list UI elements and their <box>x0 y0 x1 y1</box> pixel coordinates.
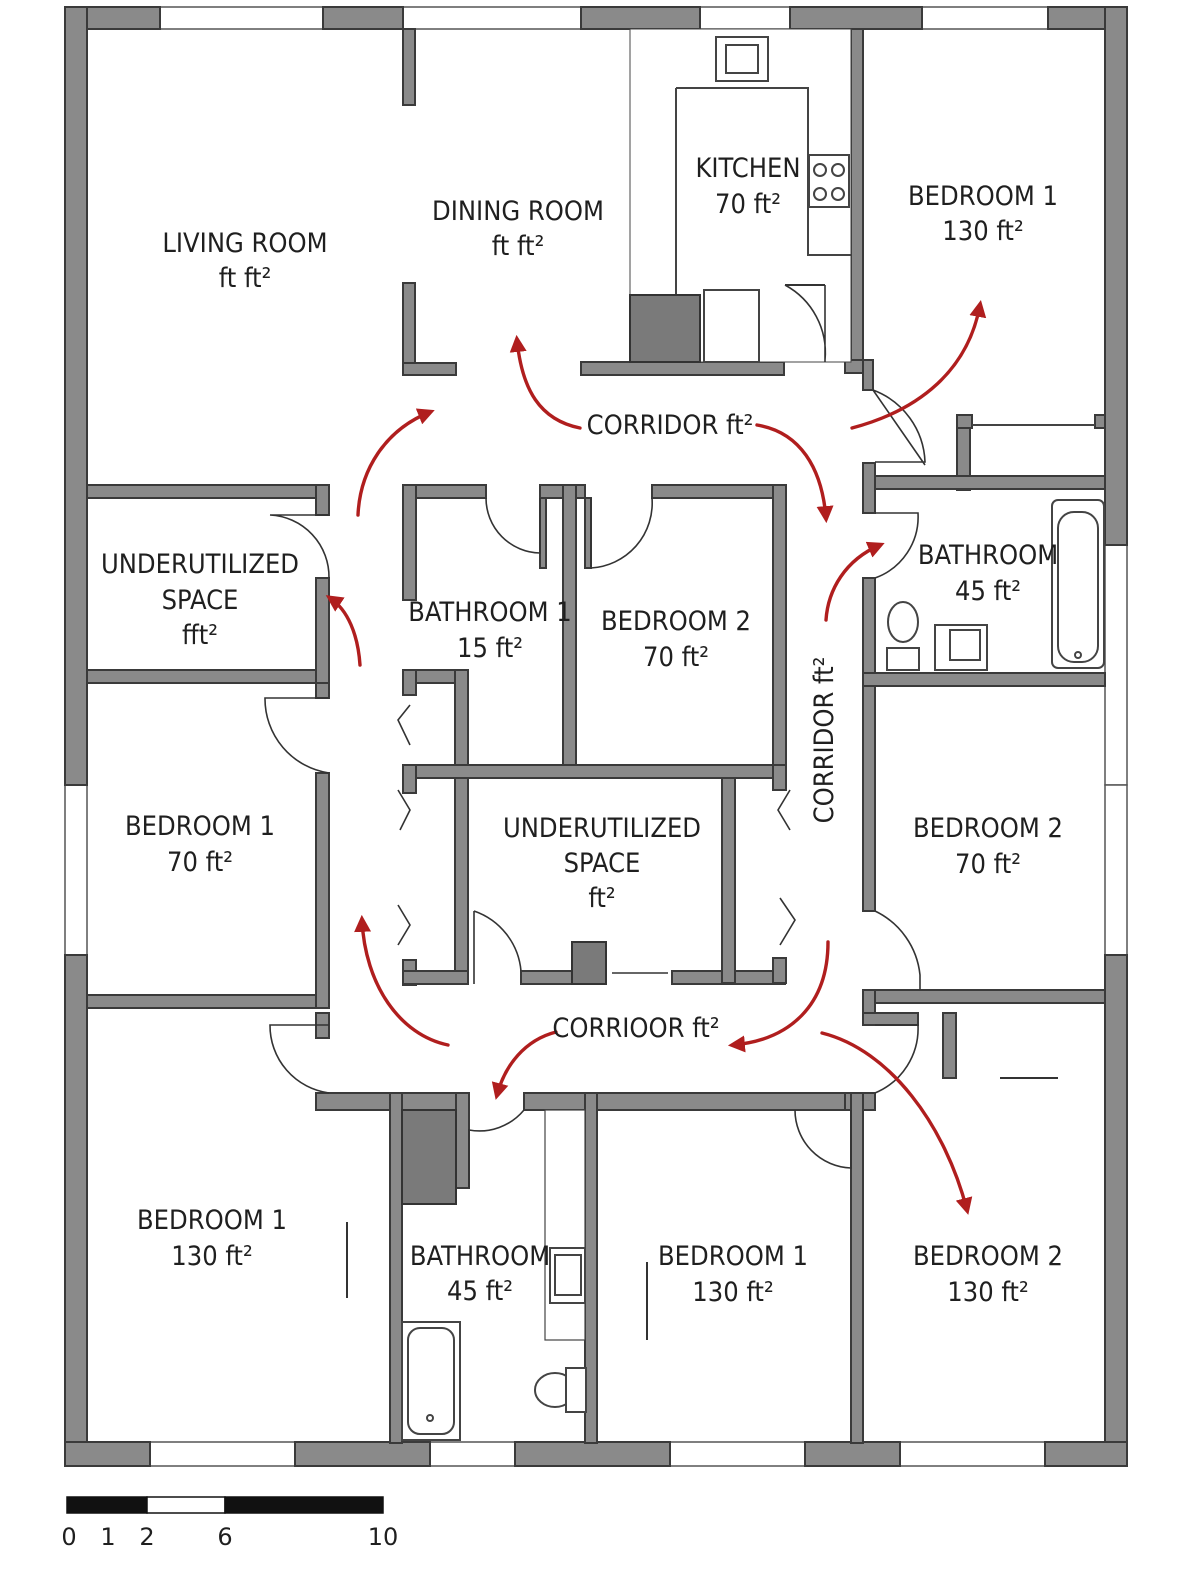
bedroom-se-area: 130 ft² <box>947 1277 1028 1308</box>
corridor-top-label: CORRIDOR ft² <box>587 410 754 441</box>
circulation-arrows <box>325 299 987 1215</box>
room-labels: LIVING ROOM ft ft² DINING ROOM ft ft² KI… <box>101 153 1063 1308</box>
bathroom-east-area: 45 ft² <box>955 576 1021 607</box>
bedroom-ne-label: BEDROOM 1 <box>908 181 1058 212</box>
toilet-icon <box>886 647 920 671</box>
bathroom-1-area: 15 ft² <box>457 633 523 664</box>
outer-walls <box>64 6 1128 1467</box>
kitchen-label: KITCHEN <box>695 153 800 184</box>
bathroom-south-area: 45 ft² <box>447 1276 513 1307</box>
underutilized-west-area: fft² <box>182 620 218 651</box>
underutilized-west-line2: SPACE <box>162 585 239 616</box>
corridor-bottom-label: CORRIOOR ft² <box>552 1013 719 1044</box>
bathroom-1-label: BATHROOM 1 <box>408 597 572 628</box>
dining-room-area: ft ft² <box>492 231 545 262</box>
bedroom-ne-area: 130 ft² <box>942 216 1023 247</box>
bedroom-2-center-label: BEDROOM 2 <box>601 606 751 637</box>
scale-tick-0: 0 <box>61 1523 76 1551</box>
underutilized-center-area: ft² <box>588 883 615 914</box>
bedroom-s-label: BEDROOM 1 <box>658 1241 808 1272</box>
scale-tick-10: 10 <box>368 1523 399 1551</box>
scale-tick-1: 1 <box>100 1523 115 1551</box>
bedroom-2-east-label: BEDROOM 2 <box>913 813 1063 844</box>
corridor-east-label: CORRIDOR ft² <box>809 657 840 824</box>
dishwasher-icon <box>703 289 760 363</box>
bedroom-s-area: 130 ft² <box>692 1277 773 1308</box>
living-room-area: ft ft² <box>219 263 272 294</box>
stove-icon <box>808 154 850 208</box>
windows <box>64 6 1128 1467</box>
bathroom-east-label: BATHROOM <box>918 540 1058 571</box>
bathroom-south-label: BATHROOM <box>410 1241 550 1272</box>
fridge-icon <box>629 294 701 363</box>
underutilized-center-line2: SPACE <box>564 848 641 879</box>
kitchen-area: 70 ft² <box>715 189 781 220</box>
doors <box>264 284 926 1188</box>
bedroom-west-label: BEDROOM 1 <box>125 811 275 842</box>
bedroom-sw-label: BEDROOM 1 <box>137 1205 287 1236</box>
scale-tick-2: 2 <box>139 1523 154 1551</box>
underutilized-west-line1: UNDERUTILIZED <box>101 549 299 580</box>
fixtures <box>346 28 1105 1441</box>
bedroom-west-area: 70 ft² <box>167 847 233 878</box>
scale-tick-6: 6 <box>217 1523 232 1551</box>
bedroom-2-east-area: 70 ft² <box>955 849 1021 880</box>
dining-room-label: DINING ROOM <box>432 196 604 227</box>
scale-bar: 0 1 2 6 10 <box>61 1496 399 1551</box>
bedroom-2-center-area: 70 ft² <box>643 642 709 673</box>
interior-walls <box>86 28 1106 1444</box>
living-room-label: LIVING ROOM <box>162 228 327 259</box>
bedroom-se-label: BEDROOM 2 <box>913 1241 1063 1272</box>
bedroom-sw-area: 130 ft² <box>171 1241 252 1272</box>
underutilized-center-line1: UNDERUTILIZED <box>503 813 701 844</box>
